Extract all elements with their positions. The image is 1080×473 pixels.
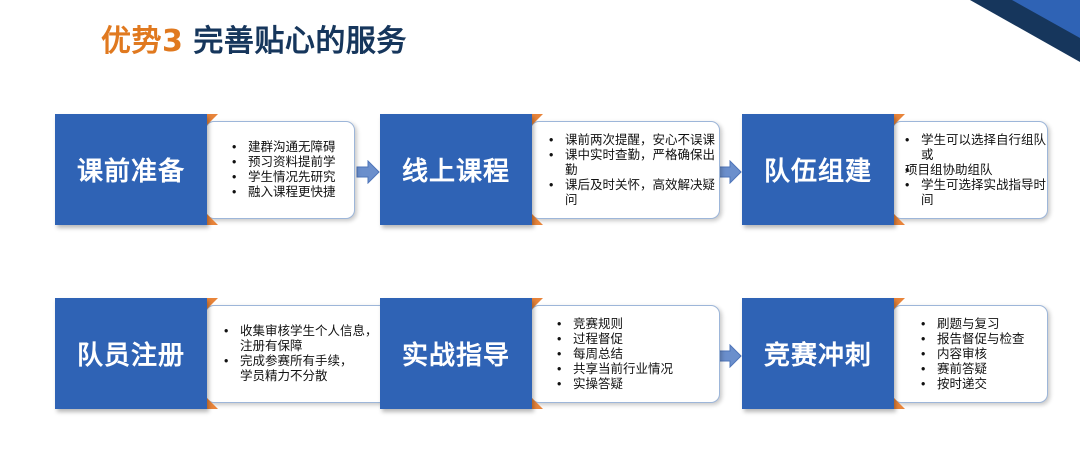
list-item: 共享当前行业情况: [557, 362, 673, 377]
list-item: 项目组协助组队: [905, 163, 1047, 178]
corner-decoration: [970, 0, 1080, 62]
card-details: 收集审核学生个人信息， 注册有保障 完成参赛所有手续， 学员精力不分散: [205, 305, 413, 403]
title-main: 完善贴心的服务: [193, 24, 407, 59]
page-title: 优势3 完善贴心的服务: [101, 16, 407, 60]
list-item: 内容审核: [921, 347, 1025, 362]
card-details: 竞赛规则 过程督促 每周总结 共享当前行业情况 实操答疑: [530, 305, 720, 403]
list-item: 学员精力不分散: [240, 369, 328, 383]
list-item: 融入课程更快捷: [232, 185, 336, 200]
card-details: 刷题与复习 报告督促与检查 内容审核 赛前答疑 按时递交: [892, 305, 1048, 403]
list-item: 建群沟通无障碍: [232, 140, 336, 155]
card-label: 课前准备: [55, 114, 207, 225]
card-label: 实战指导: [380, 298, 532, 409]
list-item: 每周总结: [557, 347, 673, 362]
title-prefix: 优势3: [101, 24, 184, 59]
list-item: 学生可选择实战指导时间: [905, 178, 1047, 208]
list-item: 注册有保障: [240, 339, 303, 353]
card-label: 队员注册: [55, 298, 207, 409]
list-item: 竞赛规则: [557, 317, 673, 332]
list-item: 完成参赛所有手续，: [224, 354, 378, 369]
list-item: 赛前答疑: [921, 362, 1025, 377]
arrow-right-icon: [718, 160, 742, 184]
list-item: 课后及时关怀，高效解决疑问: [549, 178, 719, 208]
card-details: 建群沟通无障碍 预习资料提前学 学生情况先研究 融入课程更快捷: [205, 121, 355, 219]
list-item: 刷题与复习: [921, 317, 1025, 332]
list-item: 收集审核学生个人信息，: [224, 324, 378, 339]
arrow-right-icon: [718, 344, 742, 368]
list-item: 课中实时查勤，严格确保出勤: [549, 148, 719, 178]
list-item: 课前两次提醒，安心不误课: [549, 133, 719, 148]
card-details: 学生可以选择自行组队或 项目组协助组队 学生可选择实战指导时间: [892, 121, 1048, 219]
list-item: 过程督促: [557, 332, 673, 347]
card-details: 课前两次提醒，安心不误课 课中实时查勤，严格确保出勤 课后及时关怀，高效解决疑问: [530, 121, 720, 219]
card-label: 线上课程: [380, 114, 532, 225]
card-label: 竞赛冲刺: [742, 298, 894, 409]
list-item: 实操答疑: [557, 377, 673, 392]
list-item: 预习资料提前学: [232, 155, 336, 170]
list-item: 学生可以选择自行组队或: [905, 133, 1047, 163]
list-item: 报告督促与检查: [921, 332, 1025, 347]
list-item: 学生情况先研究: [232, 170, 336, 185]
card-label: 队伍组建: [742, 114, 894, 225]
list-item: 按时递交: [921, 377, 1025, 392]
arrow-right-icon: [356, 160, 380, 184]
